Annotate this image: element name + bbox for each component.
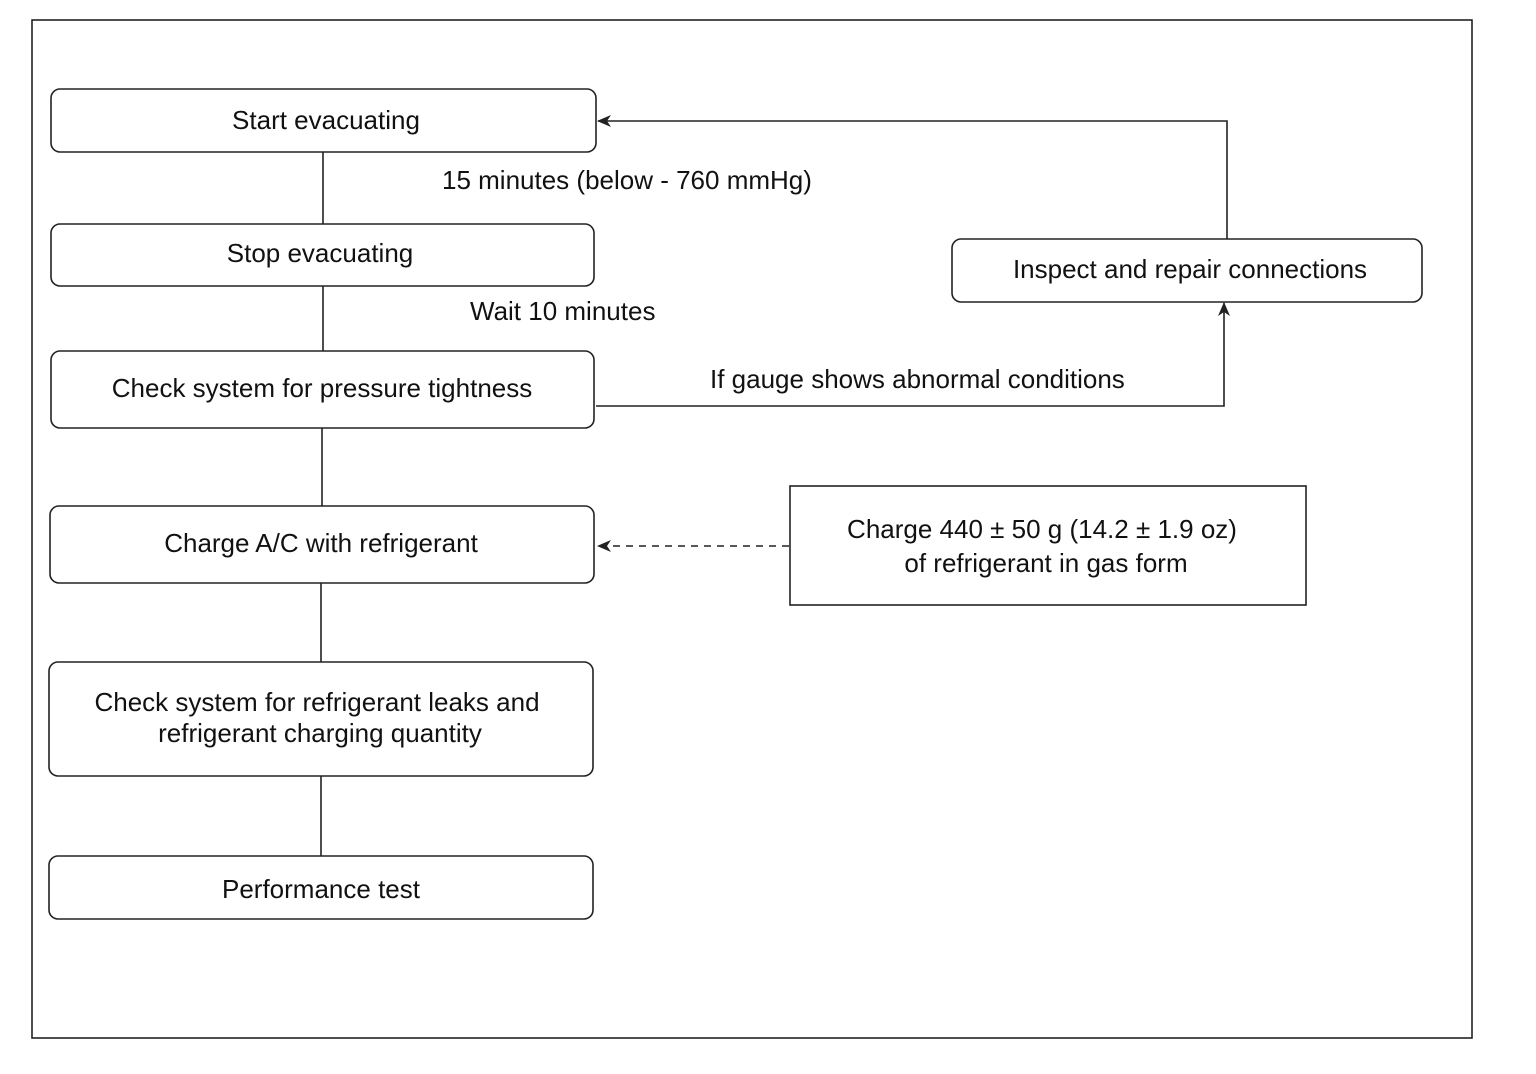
node-inspect-repair: Inspect and repair connections — [951, 238, 1423, 303]
outer-frame — [31, 19, 1473, 1039]
arrow-abnormal-to-inspect — [596, 302, 1230, 407]
node-charge-ac: Charge A/C with refrigerant — [49, 505, 595, 584]
node-charge-amount: Charge 440 ± 50 g (14.2 ± 1.9 oz) of ref… — [789, 485, 1307, 606]
node-check-pressure: Check system for pressure tightness — [50, 350, 595, 429]
node-start-evacuating-label: Start evacuating — [232, 105, 420, 135]
node-inspect-repair-label: Inspect and repair connections — [1013, 254, 1367, 284]
node-check-leaks-line2: refrigerant charging quantity — [158, 718, 482, 748]
node-check-leaks-line1: Check system for refrigerant leaks and — [94, 687, 539, 717]
node-stop-evacuating-label: Stop evacuating — [227, 238, 413, 268]
edge-label-abnormal: If gauge shows abnormal conditions — [710, 364, 1125, 394]
node-check-pressure-label: Check system for pressure tightness — [112, 373, 533, 403]
node-start-evacuating: Start evacuating — [50, 88, 597, 153]
node-check-leaks: Check system for refrigerant leaks and r… — [48, 661, 594, 777]
arrow-inspect-to-start — [597, 115, 1228, 239]
node-charge-amount-line1: Charge 440 ± 50 g (14.2 ± 1.9 oz) — [847, 514, 1237, 544]
node-stop-evacuating: Stop evacuating — [50, 223, 595, 287]
node-charge-amount-line2: of refrigerant in gas form — [904, 548, 1187, 578]
node-charge-ac-label: Charge A/C with refrigerant — [164, 528, 478, 558]
edge-label-wait: Wait 10 minutes — [470, 296, 655, 326]
edge-label-evacuate-duration: 15 minutes (below - 760 mmHg) — [442, 165, 812, 195]
node-performance-test: Performance test — [48, 855, 594, 920]
node-performance-test-label: Performance test — [222, 874, 421, 904]
